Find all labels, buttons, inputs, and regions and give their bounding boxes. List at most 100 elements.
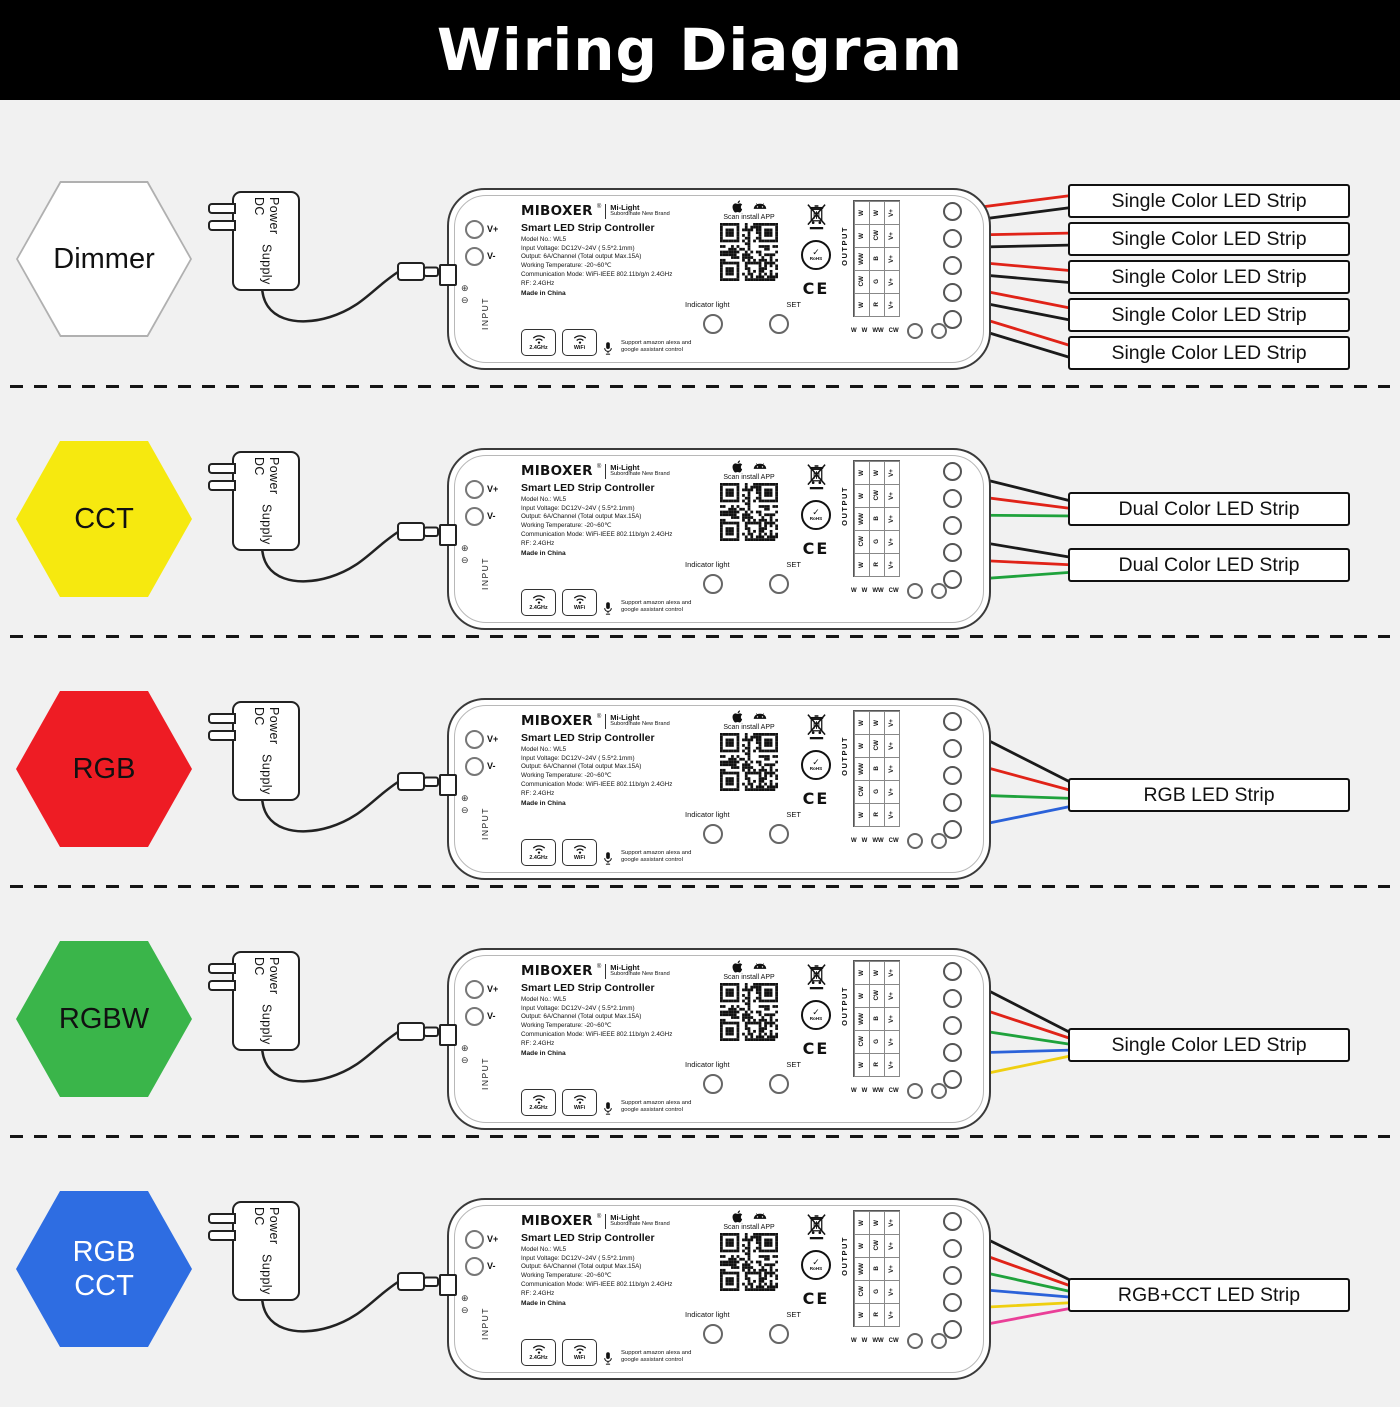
- indicator-light: [703, 1074, 723, 1094]
- input-vplus-label: V+: [487, 1234, 499, 1244]
- terminal-label: WW: [872, 1088, 884, 1094]
- terminal-label: W: [851, 1338, 857, 1344]
- indicator-set-block: Indicator light SET: [685, 560, 803, 602]
- terminal-label-cell: R: [868, 292, 885, 317]
- plug-prong-icon: [208, 963, 236, 974]
- terminal-label: V+: [888, 300, 895, 309]
- led-strip: Single Color LED Strip: [1068, 1028, 1350, 1062]
- registered-mark: ®: [596, 464, 602, 470]
- output-terminal-screw: [943, 820, 962, 839]
- input-label: INPUT: [480, 1057, 490, 1090]
- os-icons: [709, 709, 789, 723]
- output-terminal-screw: [930, 323, 947, 339]
- hexagon-label: CCT: [16, 441, 192, 597]
- rf-badge: 2.4GHz: [521, 589, 556, 616]
- compliance-icons: ✓ RoHS CE: [798, 1212, 834, 1308]
- microphone-icon: [604, 602, 612, 615]
- spec-line: RF: 2.4GHz: [521, 539, 555, 547]
- terminal-label-cell: W: [853, 460, 870, 485]
- hexagon-label-line: RGB: [72, 753, 136, 785]
- terminal-label: WW: [872, 1338, 884, 1344]
- wifi-icon: [532, 595, 545, 604]
- registered-mark: ®: [596, 964, 602, 970]
- voice-support-text: Support amazon alexa and google assistan…: [621, 1350, 691, 1364]
- terminal-label-cell: W: [853, 1210, 870, 1235]
- wifi-icon: [573, 845, 586, 854]
- terminal-label: V+: [888, 491, 895, 500]
- terminal-label-cell: V+: [883, 802, 900, 827]
- terminal-label: V+: [888, 208, 895, 217]
- brand-name: MIBOXER: [521, 203, 593, 219]
- dc-power-supply-label: DC Power Supply: [238, 457, 294, 545]
- terminal-label-cell: W: [853, 1052, 870, 1077]
- input-vplus-label: V+: [487, 734, 499, 744]
- terminal-label-cell: V+: [883, 483, 900, 508]
- weee-bin-icon: [806, 204, 826, 230]
- brand-divider: [605, 963, 607, 979]
- hexagon-label-line: CCT: [74, 503, 134, 535]
- polarity-plus: ⊕: [461, 283, 469, 293]
- input-terminal-screw: [465, 507, 484, 526]
- terminal-label-cell: V+: [883, 223, 900, 248]
- microphone-icon: [604, 852, 612, 865]
- rf-badge-label: 2.4GHz: [529, 855, 548, 861]
- terminal-label-cell: W: [868, 960, 885, 985]
- terminal-label-cell: V+: [883, 1210, 900, 1235]
- terminal-label-cell: WW: [853, 1256, 870, 1281]
- terminal-label-cell: V+: [883, 1279, 900, 1304]
- terminal-label: CW: [858, 276, 865, 287]
- hexagon-label-line: RGBW: [58, 1003, 150, 1035]
- terminal-label: W: [858, 469, 865, 476]
- spec-line: RF: 2.4GHz: [521, 1289, 555, 1297]
- rohs-label: RoHS: [809, 1016, 823, 1022]
- voice-support-text: Support amazon alexa and google assistan…: [621, 340, 691, 354]
- terminal-label-cell: WW: [853, 506, 870, 531]
- bottom-icons-row: 2.4GHz WiFi Support amazon alexa and goo…: [521, 329, 691, 356]
- brand-sub-name: Mi-Light: [610, 1213, 640, 1223]
- terminal-label: V+: [888, 1014, 895, 1023]
- brand-sub-tagline: Subordinate New Brand: [610, 211, 670, 217]
- terminal-label: CW: [858, 786, 865, 797]
- spec-line: RF: 2.4GHz: [521, 1039, 555, 1047]
- apple-icon: [732, 709, 742, 722]
- dc-plug-body: [397, 1022, 425, 1041]
- led-strip: Single Color LED Strip: [1068, 336, 1350, 370]
- dc-power-supply: DC Power Supply: [208, 951, 300, 1051]
- input-terminal-screw: [465, 220, 484, 239]
- output-terminal-screw: [943, 1212, 962, 1231]
- power-cable: [260, 1030, 399, 1083]
- spec-line: Input Voltage: DC12V~24V ( 5.5*2.1mm): [521, 244, 635, 252]
- terminal-label: CW: [858, 1036, 865, 1047]
- apple-icon: [732, 459, 742, 472]
- input-label: INPUT: [480, 1307, 490, 1340]
- indicator-light: [703, 314, 723, 334]
- terminal-label-cell: R: [868, 1052, 885, 1077]
- product-name: Smart LED Strip Controller: [521, 222, 655, 234]
- dc-plug-tip: [423, 526, 439, 537]
- hexagon-label-line: CCT: [74, 1270, 134, 1302]
- terminal-label-cell: V+: [883, 1052, 900, 1077]
- spec-line: Input Voltage: DC12V~24V ( 5.5*2.1mm): [521, 1004, 635, 1012]
- terminal-label-cell: V+: [883, 733, 900, 758]
- input-vminus-label: V-: [487, 511, 496, 521]
- led-strip: RGB LED Strip: [1068, 778, 1350, 812]
- spec-line: Input Voltage: DC12V~24V ( 5.5*2.1mm): [521, 1254, 635, 1262]
- wifi-icon: [573, 335, 586, 344]
- plug-prong-icon: [208, 480, 236, 491]
- wifi-icon: [573, 595, 586, 604]
- terminal-label: W: [858, 742, 865, 749]
- input-vminus-label: V-: [487, 761, 496, 771]
- input-terminal-screw: [465, 480, 484, 499]
- spec-line: Model No.: WL5: [521, 496, 567, 503]
- terminal-label-cell: B: [868, 506, 885, 531]
- rohs-icon: ✓ RoHS: [801, 750, 831, 780]
- qr-block: Scan install APP: [709, 459, 789, 541]
- rohs-check: ✓: [812, 1257, 820, 1268]
- rohs-check: ✓: [812, 1007, 820, 1018]
- psu-label-line: DC Power: [252, 457, 281, 495]
- rohs-icon: ✓ RoHS: [801, 240, 831, 270]
